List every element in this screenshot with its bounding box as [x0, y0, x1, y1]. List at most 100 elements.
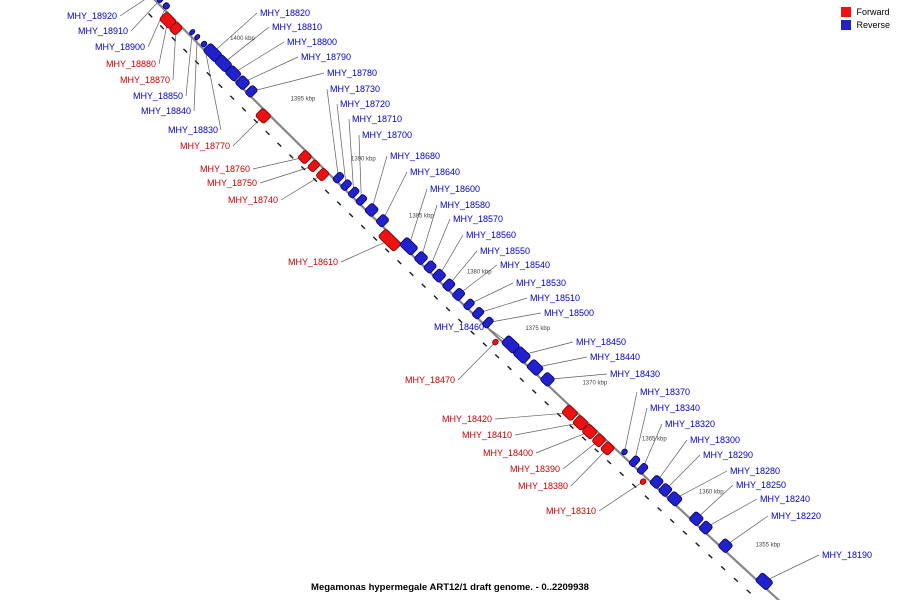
gene-feature[interactable] — [245, 85, 258, 98]
gene-feature[interactable] — [582, 423, 598, 440]
gene-label[interactable]: MHY_18370 — [640, 387, 690, 397]
gene-feature[interactable] — [307, 159, 320, 172]
gene-label[interactable]: MHY_18610 — [288, 257, 338, 267]
gene-feature[interactable] — [689, 511, 705, 527]
gene-label[interactable]: MHY_18910 — [78, 26, 128, 36]
gene-feature[interactable] — [463, 298, 476, 311]
gene-label[interactable]: MHY_18770 — [180, 141, 230, 151]
gene-label[interactable]: MHY_18740 — [228, 195, 278, 205]
gene-label[interactable]: MHY_18440 — [590, 352, 640, 362]
gene-label[interactable]: MHY_18240 — [760, 494, 810, 504]
gene-feature[interactable] — [432, 268, 447, 283]
gene-label[interactable]: MHY_18560 — [466, 230, 516, 240]
gene-feature[interactable] — [698, 520, 713, 535]
gene-label[interactable]: MHY_18510 — [530, 293, 580, 303]
gene-label[interactable]: MHY_18550 — [480, 246, 530, 256]
gene-feature[interactable] — [378, 229, 401, 252]
gene-label[interactable]: MHY_18450 — [576, 337, 626, 347]
gene-feature[interactable] — [755, 572, 773, 590]
gene-label[interactable]: MHY_18280 — [730, 466, 780, 476]
gene-feature[interactable] — [628, 455, 641, 468]
gene-feature[interactable] — [255, 108, 271, 124]
gene-feature[interactable] — [332, 171, 345, 184]
gene-feature[interactable] — [355, 194, 368, 207]
gene-feature[interactable] — [442, 278, 456, 292]
gene-feature[interactable] — [572, 415, 588, 431]
gene-label[interactable]: MHY_18680 — [390, 151, 440, 161]
gene-label[interactable]: MHY_18570 — [453, 214, 503, 224]
gene-label[interactable]: MHY_18780 — [327, 68, 377, 78]
gene-label[interactable]: MHY_18340 — [650, 403, 700, 413]
gene-label[interactable]: MHY_18880 — [106, 59, 156, 69]
gene-feature[interactable] — [162, 2, 170, 10]
gene-feature[interactable] — [482, 316, 495, 329]
gene-label[interactable]: MHY_18310 — [546, 506, 596, 516]
gene-feature[interactable] — [194, 34, 201, 41]
gene-feature[interactable] — [492, 338, 500, 346]
gene-feature[interactable] — [540, 372, 556, 388]
gene-label[interactable]: MHY_18580 — [440, 200, 490, 210]
gene-label[interactable]: MHY_18640 — [410, 167, 460, 177]
gene-label[interactable]: MHY_18290 — [703, 450, 753, 460]
gene-label[interactable]: MHY_18760 — [200, 164, 250, 174]
gene-label[interactable]: MHY_18810 — [272, 22, 322, 32]
gene-label[interactable]: MHY_18840 — [141, 106, 191, 116]
gene-feature[interactable] — [667, 491, 683, 507]
gene-feature[interactable] — [649, 474, 664, 489]
gene-label[interactable]: MHY_18220 — [771, 511, 821, 521]
gene-label[interactable]: MHY_18820 — [260, 8, 310, 18]
gene-feature[interactable] — [423, 260, 437, 274]
gene-feature[interactable] — [718, 538, 734, 554]
gene-feature[interactable] — [340, 179, 353, 192]
gene-label[interactable]: MHY_18870 — [120, 75, 170, 85]
gene-label[interactable]: MHY_18540 — [500, 260, 550, 270]
gene-label[interactable]: MHY_18830 — [168, 125, 218, 135]
gene-feature[interactable] — [414, 251, 429, 266]
gene-label[interactable]: MHY_18420 — [442, 414, 492, 424]
gene-label[interactable]: MHY_18320 — [665, 419, 715, 429]
gene-label[interactable]: MHY_18920 — [67, 11, 117, 21]
gene-feature[interactable] — [592, 433, 607, 448]
gene-label[interactable]: MHY_18500 — [544, 308, 594, 318]
gene-feature[interactable] — [636, 462, 649, 475]
gene-label[interactable]: MHY_18850 — [133, 91, 183, 101]
gene-feature[interactable] — [169, 21, 183, 35]
gene-feature[interactable] — [513, 346, 531, 364]
gene-label[interactable]: MHY_18720 — [340, 99, 390, 109]
gene-feature[interactable] — [399, 237, 418, 256]
gene-feature[interactable] — [658, 483, 673, 498]
gene-label[interactable]: MHY_18470 — [405, 375, 455, 385]
gene-label[interactable]: MHY_18530 — [516, 278, 566, 288]
gene-label[interactable]: MHY_18600 — [430, 184, 480, 194]
gene-label[interactable]: MHY_18750 — [207, 178, 257, 188]
gene-label[interactable]: MHY_18250 — [736, 480, 786, 490]
gene-label[interactable]: MHY_18430 — [610, 369, 660, 379]
gene-label[interactable]: MHY_18400 — [483, 448, 533, 458]
gene-feature[interactable] — [235, 75, 251, 91]
gene-feature[interactable] — [639, 478, 647, 486]
gene-label[interactable]: MHY_18730 — [330, 84, 380, 94]
gene-label[interactable]: MHY_18710 — [352, 114, 402, 124]
gene-label[interactable]: MHY_18410 — [462, 430, 512, 440]
gene-feature[interactable] — [561, 404, 578, 421]
gene-label[interactable]: MHY_18800 — [287, 37, 337, 47]
gene-label[interactable]: MHY_18300 — [690, 435, 740, 445]
gene-feature[interactable] — [471, 306, 485, 320]
gene-feature[interactable] — [156, 0, 164, 4]
gene-feature[interactable] — [375, 214, 389, 228]
gene-feature[interactable] — [316, 168, 330, 182]
gene-feature[interactable] — [364, 203, 379, 218]
gene-feature[interactable] — [452, 287, 466, 301]
gene-label[interactable]: MHY_18390 — [510, 464, 560, 474]
gene-feature[interactable] — [526, 359, 544, 377]
gene-feature[interactable] — [600, 441, 615, 456]
gene-label[interactable]: MHY_18380 — [518, 481, 568, 491]
gene-feature[interactable] — [297, 150, 312, 165]
gene-label[interactable]: MHY_18700 — [362, 130, 412, 140]
gene-label[interactable]: MHY_18900 — [95, 42, 145, 52]
gene-feature[interactable] — [621, 448, 629, 456]
gene-label[interactable]: MHY_18460 — [434, 322, 484, 332]
gene-feature[interactable] — [225, 65, 242, 82]
gene-feature[interactable] — [200, 40, 208, 48]
gene-feature[interactable] — [189, 29, 196, 36]
